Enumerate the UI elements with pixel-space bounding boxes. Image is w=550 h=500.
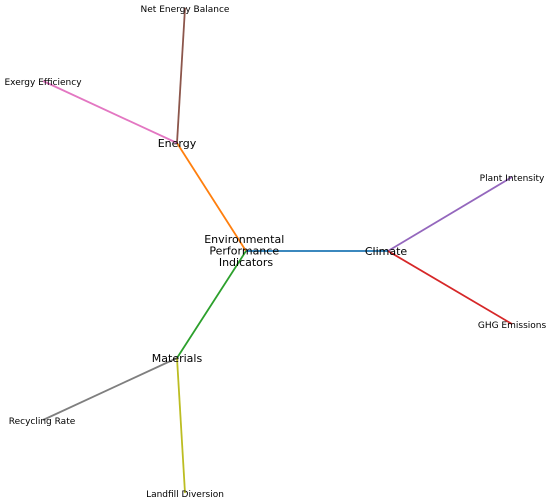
edges-layer xyxy=(42,7,513,494)
edge-materials-recycling-rate xyxy=(42,357,178,421)
labels-layer: Environmental Performance Indicators Ene… xyxy=(4,5,546,500)
edge-root-energy xyxy=(176,142,247,252)
landfill-diversion-label: Landfill Diversion xyxy=(146,490,224,500)
root-label-line-2: Performance xyxy=(209,245,279,258)
root-label-line-3: Indicators xyxy=(219,256,274,269)
ghg-emissions-label: GHG Emissions xyxy=(478,321,547,331)
plant-intensity-label: Plant Intensity xyxy=(480,174,545,184)
climate-label: Climate xyxy=(365,245,408,258)
root-label-line-1: Environmental xyxy=(204,233,284,246)
edge-climate-plant-intensity xyxy=(387,176,513,252)
net-energy-balance-label: Net Energy Balance xyxy=(141,5,230,15)
recycling-rate-label: Recycling Rate xyxy=(9,417,76,427)
edge-materials-landfill-diversion xyxy=(176,357,186,494)
exergy-efficiency-label: Exergy Efficiency xyxy=(4,78,82,88)
edge-climate-ghg-emissions xyxy=(387,250,513,325)
materials-label: Materials xyxy=(152,352,203,365)
edge-energy-net-energy-balance xyxy=(176,7,186,144)
root-label: Environmental Performance Indicators xyxy=(204,233,288,269)
energy-label: Energy xyxy=(158,137,197,150)
edge-energy-exergy-efficiency xyxy=(42,80,178,144)
edge-root-materials xyxy=(176,250,247,359)
